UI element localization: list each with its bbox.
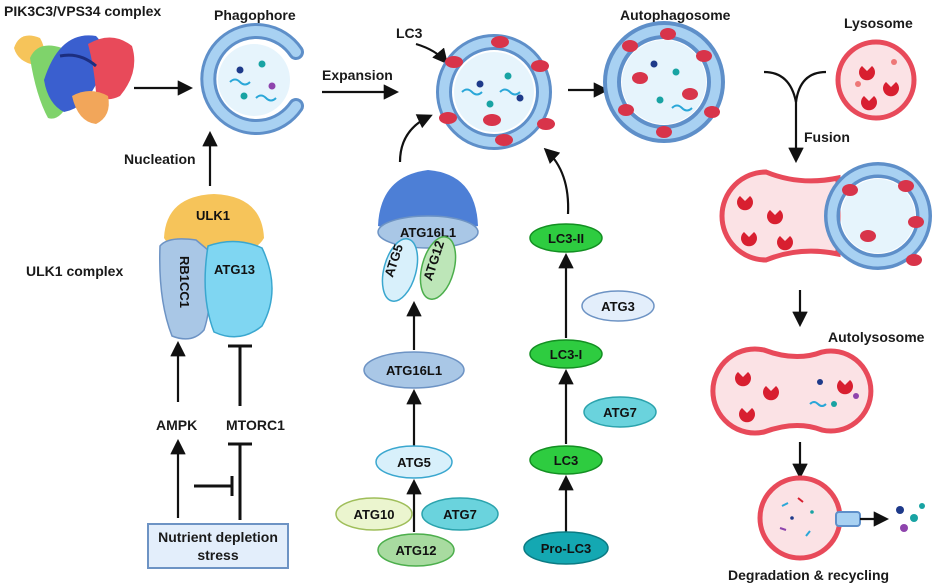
atg7-node-right (583, 396, 657, 428)
lc3-pointer-arrow (415, 42, 448, 65)
lc3-ii-label: LC3-II (548, 231, 584, 246)
fusion-lc3 (842, 180, 924, 266)
nutrient-stress-box (147, 523, 289, 569)
expanding-cargo (461, 72, 524, 108)
lc3-i-label: LC3-I (550, 347, 583, 362)
regulators: AMPK MTORC1 Nutrient depletion stress (147, 340, 289, 569)
phagophore: Phagophore Nucleation (124, 7, 304, 186)
pik3c3-complex-label: PIK3C3/VPS34 complex (4, 3, 161, 19)
expanding-phagophore: LC3 (396, 25, 555, 150)
lc3-marker-label: LC3 (396, 25, 423, 41)
atg3-label: ATG3 (601, 299, 635, 314)
atg12-node (377, 533, 455, 567)
pro-lc3-node (523, 531, 609, 565)
fusion-curve-right (794, 70, 827, 103)
expansion-label: Expansion (322, 67, 393, 83)
atg16l1-node (363, 351, 465, 389)
autolysosome-label: Autolysosome (828, 329, 925, 345)
degraded-fragments (779, 497, 814, 537)
lysosome-label: Lysosome (844, 15, 913, 31)
pik3c3-protein-icon (14, 35, 135, 124)
lysosome: Lysosome (835, 15, 917, 121)
stress-label-line2: stress (197, 547, 238, 563)
atg10-node (335, 497, 413, 531)
arrow-atg16l1-complex-to-membrane (398, 114, 433, 163)
ampk-label: AMPK (156, 417, 197, 433)
fusion-enzymes (737, 196, 793, 251)
mtorc1-label: MTORC1 (226, 417, 285, 433)
nucleation-label: Nucleation (124, 151, 196, 167)
lc3-i-node (529, 339, 603, 369)
atg7-node-left (421, 497, 499, 531)
atg16l1-label: ATG16L1 (386, 363, 442, 378)
autophagosome-cargo (650, 60, 693, 112)
stress-label-line1: Nutrient depletion (158, 529, 278, 545)
atg12-label: ATG12 (396, 543, 437, 558)
atg7-label-right: ATG7 (603, 405, 637, 420)
pro-lc3-label: Pro-LC3 (541, 541, 592, 556)
atg13-label: ATG13 (214, 262, 255, 277)
atg5-label: ATG5 (397, 455, 431, 470)
atg10-label: ATG10 (354, 507, 395, 522)
atg-conjugation-pathway: ATG16L1 ATG5 ATG12 ATG16L1 ATG5 ATG10 AT… (335, 114, 499, 567)
atg7-label-left: ATG7 (443, 507, 477, 522)
pik3c3-complex: PIK3C3/VPS34 complex (4, 3, 194, 124)
atg3-node (581, 290, 655, 322)
autophagosome-lc3 (618, 28, 720, 138)
ulk1-complex: ULK1 complex ULK1 ATG13 RB1CC1 (26, 194, 273, 340)
lc3-label: LC3 (554, 453, 579, 468)
lysosome-enzymes (855, 59, 899, 111)
phagophore-cargo (229, 60, 277, 102)
autophagosome: Autophagosome (603, 7, 731, 143)
degradation-label: Degradation & recycling (728, 567, 889, 583)
phagophore-label: Phagophore (214, 7, 296, 23)
atg5-node (375, 445, 453, 479)
ulk1-label: ULK1 (196, 208, 230, 223)
export-channel (835, 511, 861, 527)
lc3-lipidation-pathway: LC3-II ATG3 LC3-I ATG7 LC3 Pro-LC3 (523, 147, 657, 565)
lc3-node (529, 445, 603, 475)
fusion-label: Fusion (804, 129, 850, 145)
autophagosome-label: Autophagosome (620, 7, 731, 23)
fusing-vesicles (719, 162, 932, 270)
released-molecules (896, 503, 925, 532)
ulk1-complex-label: ULK1 complex (26, 263, 123, 279)
fusion-curve-left (763, 70, 798, 103)
autolysosome-contents (735, 372, 859, 423)
arrow-lc3ii-to-membrane (543, 147, 570, 215)
rb1cc1-label: RB1CC1 (177, 256, 192, 308)
degradation-recycling: Degradation & recycling (728, 475, 925, 583)
autolysosome: Autolysosome (710, 329, 925, 436)
lc3-proteins (439, 36, 555, 146)
lc3-ii-node (529, 223, 603, 253)
